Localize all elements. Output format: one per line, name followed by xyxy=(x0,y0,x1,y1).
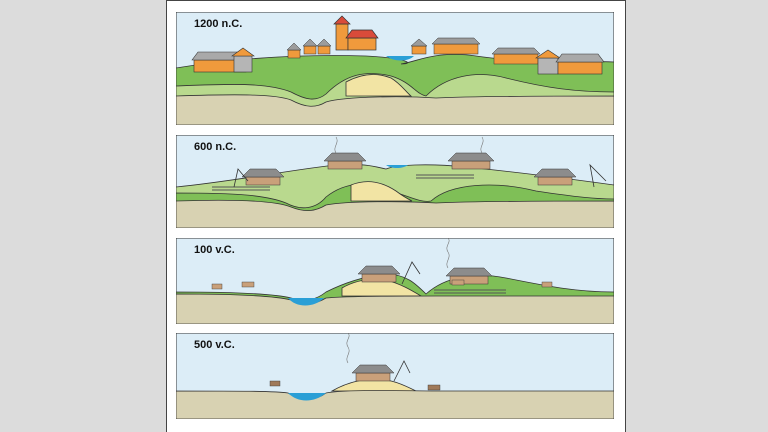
creek xyxy=(288,393,326,401)
original-dwelling-mound xyxy=(345,74,413,97)
well-sweep xyxy=(401,261,421,285)
original-dwelling-mound xyxy=(350,181,413,202)
church xyxy=(333,15,379,51)
tiled-farmhouse xyxy=(191,47,255,73)
pond xyxy=(386,56,414,61)
town-houses-right xyxy=(410,37,541,65)
panel-600-nc-drawing xyxy=(176,135,614,228)
farmhouse xyxy=(323,152,367,170)
panel-100-vc: 100 v.C. xyxy=(176,238,614,324)
period-label: 100 v.C. xyxy=(194,244,235,256)
town-houses-left xyxy=(286,38,332,59)
panel-1200-nc: 1200 n.C. xyxy=(176,12,614,125)
fence xyxy=(434,289,506,294)
farmhouse xyxy=(445,267,493,285)
farmhouse xyxy=(351,364,395,382)
period-label: 1200 n.C. xyxy=(194,18,243,30)
creek xyxy=(288,298,324,306)
panel-500-vc-drawing xyxy=(176,333,614,419)
panel-500-vc: 500 v.C. xyxy=(176,333,614,419)
smoke xyxy=(446,238,450,269)
cattle xyxy=(269,380,441,391)
fence xyxy=(212,174,474,191)
panel-100-vc-drawing xyxy=(176,238,614,324)
well-sweep xyxy=(393,360,411,382)
soil xyxy=(176,199,614,228)
smoke xyxy=(334,136,484,154)
soil xyxy=(176,94,614,125)
smoke xyxy=(346,333,350,364)
salt-marsh-soil xyxy=(176,390,614,419)
well-sweep xyxy=(233,163,607,188)
soil xyxy=(176,293,614,324)
panel-600-nc: 600 n.C. xyxy=(176,135,614,228)
tiled-farmhouse-right xyxy=(535,49,605,75)
pond xyxy=(386,165,408,168)
panel-1200-nc-drawing xyxy=(176,12,614,125)
farmhouse xyxy=(533,168,577,186)
farmhouse xyxy=(447,152,495,170)
farmhouse xyxy=(357,265,401,283)
farmhouse xyxy=(241,168,285,186)
period-label: 600 n.C. xyxy=(194,141,237,153)
period-label: 500 v.C. xyxy=(194,339,235,351)
cattle xyxy=(211,279,553,290)
